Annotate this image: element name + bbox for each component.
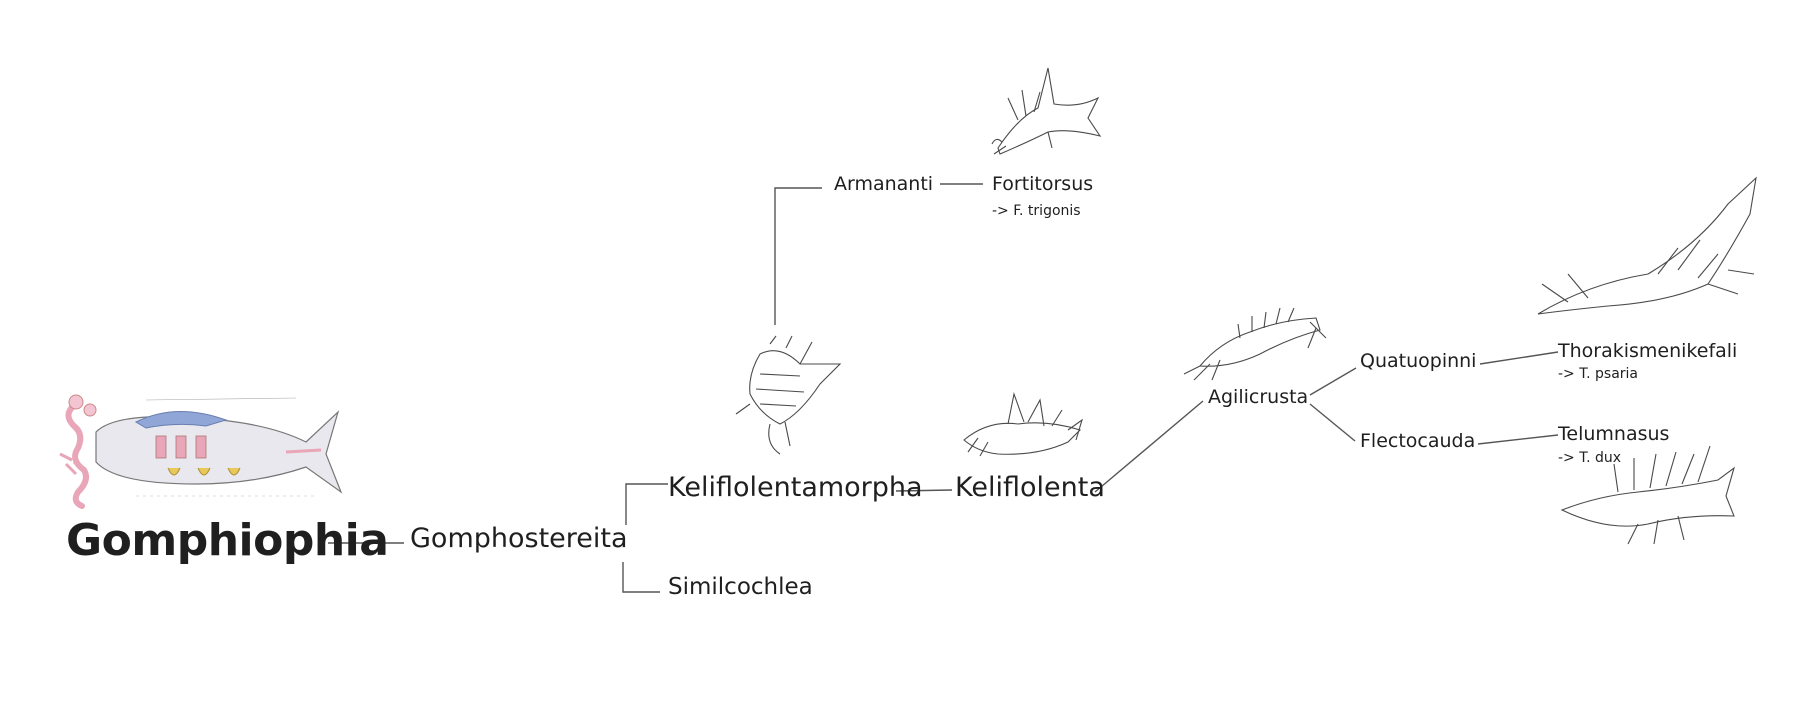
leaf-label-thorakismenikefali: Thorakismenikefali <box>1558 342 1737 361</box>
fortitorsus-sketch-illustration <box>988 58 1108 158</box>
node-label-similcochlea: Similcochlea <box>668 576 813 599</box>
keliflolentamorpha-sketch-illustration <box>730 334 850 464</box>
node-label-quatuopinni: Quatuopinni <box>1360 352 1476 371</box>
node-label-armananti: Armananti <box>834 175 933 194</box>
connector-keliflolenta-agilicrusta <box>1095 401 1203 492</box>
connector-flectocauda-telumnasus <box>1478 435 1558 444</box>
ancestor-colored-sketch-illustration <box>56 392 346 522</box>
species-label-t-psaria: -> T. psaria <box>1558 367 1638 381</box>
species-label-t-dux: -> T. dux <box>1558 451 1621 465</box>
connector-gomphostereita-keliflolentamorpha <box>626 484 668 525</box>
connector-gomphostereita-similcochlea <box>623 562 660 592</box>
leaf-label-fortitorsus: Fortitorsus <box>992 175 1093 194</box>
connector-quatuopinni-thorakismenikefali <box>1480 352 1558 364</box>
connector-keliflolentamorpha-armananti <box>775 188 822 325</box>
node-label-keliflolentamorpha: Keliflolentamorpha <box>668 474 923 501</box>
keliflolenta-sketch-illustration <box>958 390 1088 460</box>
agilicrusta-sketch-illustration <box>1180 302 1330 382</box>
leaf-label-telumnasus: Telumnasus <box>1558 425 1669 444</box>
thorakismenikefali-sketch-illustration <box>1528 174 1768 324</box>
node-label-agilicrusta: Agilicrusta <box>1208 388 1308 407</box>
node-label-gomphostereita: Gomphostereita <box>410 525 628 552</box>
root-label-gomphiophia: Gomphiophia <box>66 519 388 563</box>
node-label-flectocauda: Flectocauda <box>1360 432 1475 451</box>
connector-agilicrusta-flectocauda <box>1310 404 1355 441</box>
node-label-keliflolenta: Keliflolenta <box>955 474 1105 501</box>
species-label-f-trigonis: -> F. trigonis <box>992 204 1081 218</box>
